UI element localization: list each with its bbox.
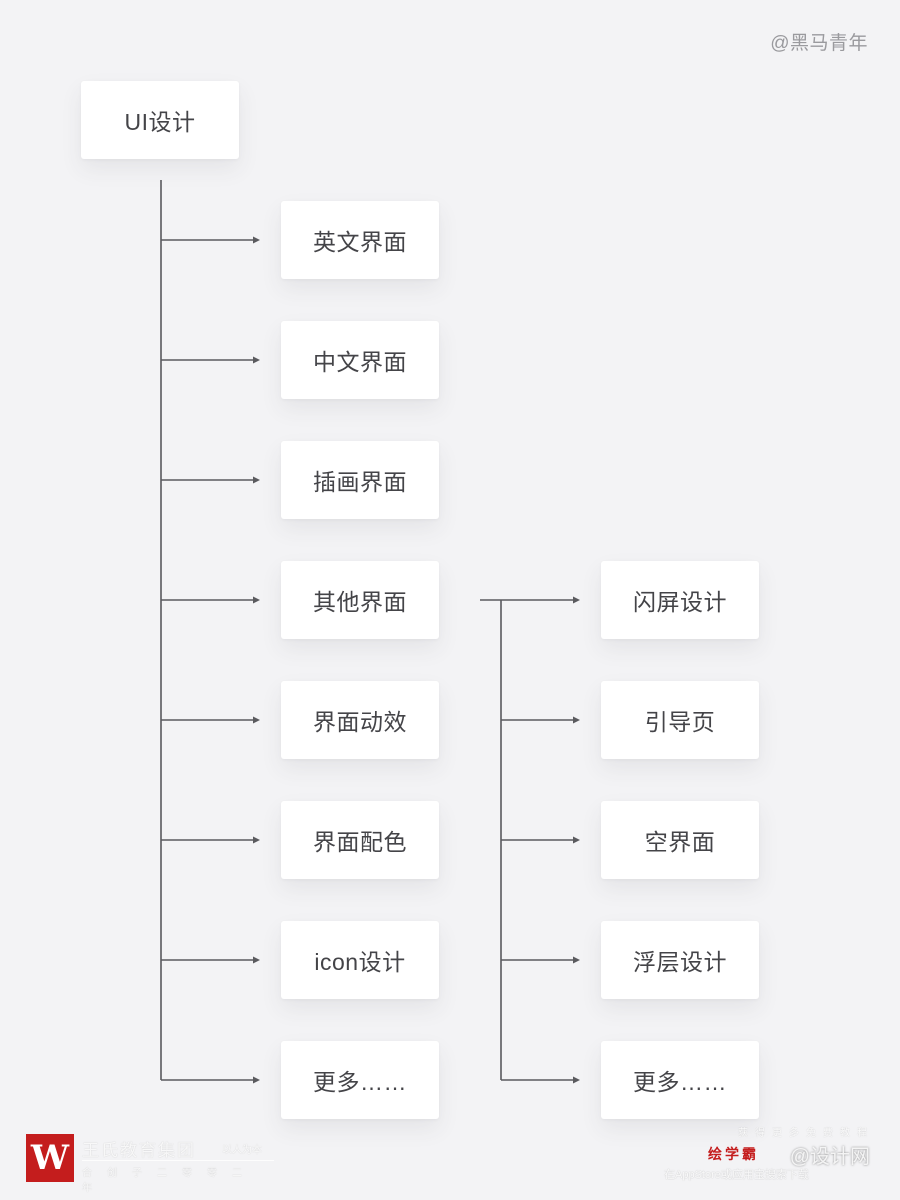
promo-site: @设计网	[789, 1146, 870, 1168]
node-label: 英文界面	[313, 229, 407, 255]
node-label: 更多……	[313, 1069, 407, 1095]
node-root[interactable]: UI设计	[81, 81, 239, 159]
node-label: 浮层设计	[633, 949, 727, 975]
arrow-head-icon	[573, 836, 580, 844]
footer-promo: 获得更多免费教程 绘学霸 @设计网 在AppStore或应用宝搜索下载	[664, 1124, 874, 1186]
arrow-head-icon	[573, 596, 580, 604]
node-label: 界面动效	[313, 709, 407, 735]
arrow-head-icon	[253, 1076, 260, 1084]
wang-logo-icon: W	[26, 1134, 74, 1182]
promo-brand: 绘学霸	[708, 1146, 759, 1162]
arrow-head-icon	[253, 236, 260, 244]
node-label: 更多……	[633, 1069, 727, 1095]
arrow-head-icon	[573, 1076, 580, 1084]
node-motion[interactable]: 界面动效	[281, 681, 439, 759]
node-label: 闪屏设计	[633, 589, 727, 615]
org-divider	[82, 1160, 274, 1161]
promo-download-hint: 在AppStore或应用宝搜索下载	[664, 1169, 809, 1181]
node-label: UI设计	[124, 109, 196, 135]
arrow-head-icon	[253, 596, 260, 604]
node-illus[interactable]: 插画界面	[281, 441, 439, 519]
node-label: 插画界面	[313, 469, 407, 495]
node-color[interactable]: 界面配色	[281, 801, 439, 879]
footer-org-logo: W 王氏教育集团 以人为本 合创子二零零二年	[26, 1134, 276, 1194]
node-other[interactable]: 其他界面	[281, 561, 439, 639]
node-label: 中文界面	[313, 349, 407, 375]
node-en[interactable]: 英文界面	[281, 201, 439, 279]
node-guide[interactable]: 引导页	[601, 681, 759, 759]
arrow-head-icon	[253, 716, 260, 724]
node-empty[interactable]: 空界面	[601, 801, 759, 879]
arrow-head-icon	[573, 956, 580, 964]
node-overlay[interactable]: 浮层设计	[601, 921, 759, 999]
node-more1[interactable]: 更多……	[281, 1041, 439, 1119]
arrow-head-icon	[253, 836, 260, 844]
arrow-head-icon	[253, 476, 260, 484]
promo-tagline: 获得更多免费教程	[738, 1128, 874, 1139]
arrow-head-icon	[253, 356, 260, 364]
org-name: 王氏教育集团	[82, 1141, 196, 1160]
org-slogan: 以人为本	[222, 1145, 262, 1156]
arrow-head-icon	[573, 716, 580, 724]
arrow-head-icon	[253, 956, 260, 964]
node-label: 引导页	[644, 709, 716, 735]
watermark-author: @黑马青年	[770, 33, 868, 54]
node-label: 界面配色	[313, 829, 407, 855]
node-icon[interactable]: icon设计	[281, 921, 439, 999]
org-subline: 合创子二零零二年	[82, 1168, 257, 1194]
node-more2[interactable]: 更多……	[601, 1041, 759, 1119]
node-label: 其他界面	[313, 589, 407, 615]
node-splash[interactable]: 闪屏设计	[601, 561, 759, 639]
node-cn[interactable]: 中文界面	[281, 321, 439, 399]
node-label: 空界面	[644, 829, 716, 855]
node-label: icon设计	[314, 949, 406, 975]
